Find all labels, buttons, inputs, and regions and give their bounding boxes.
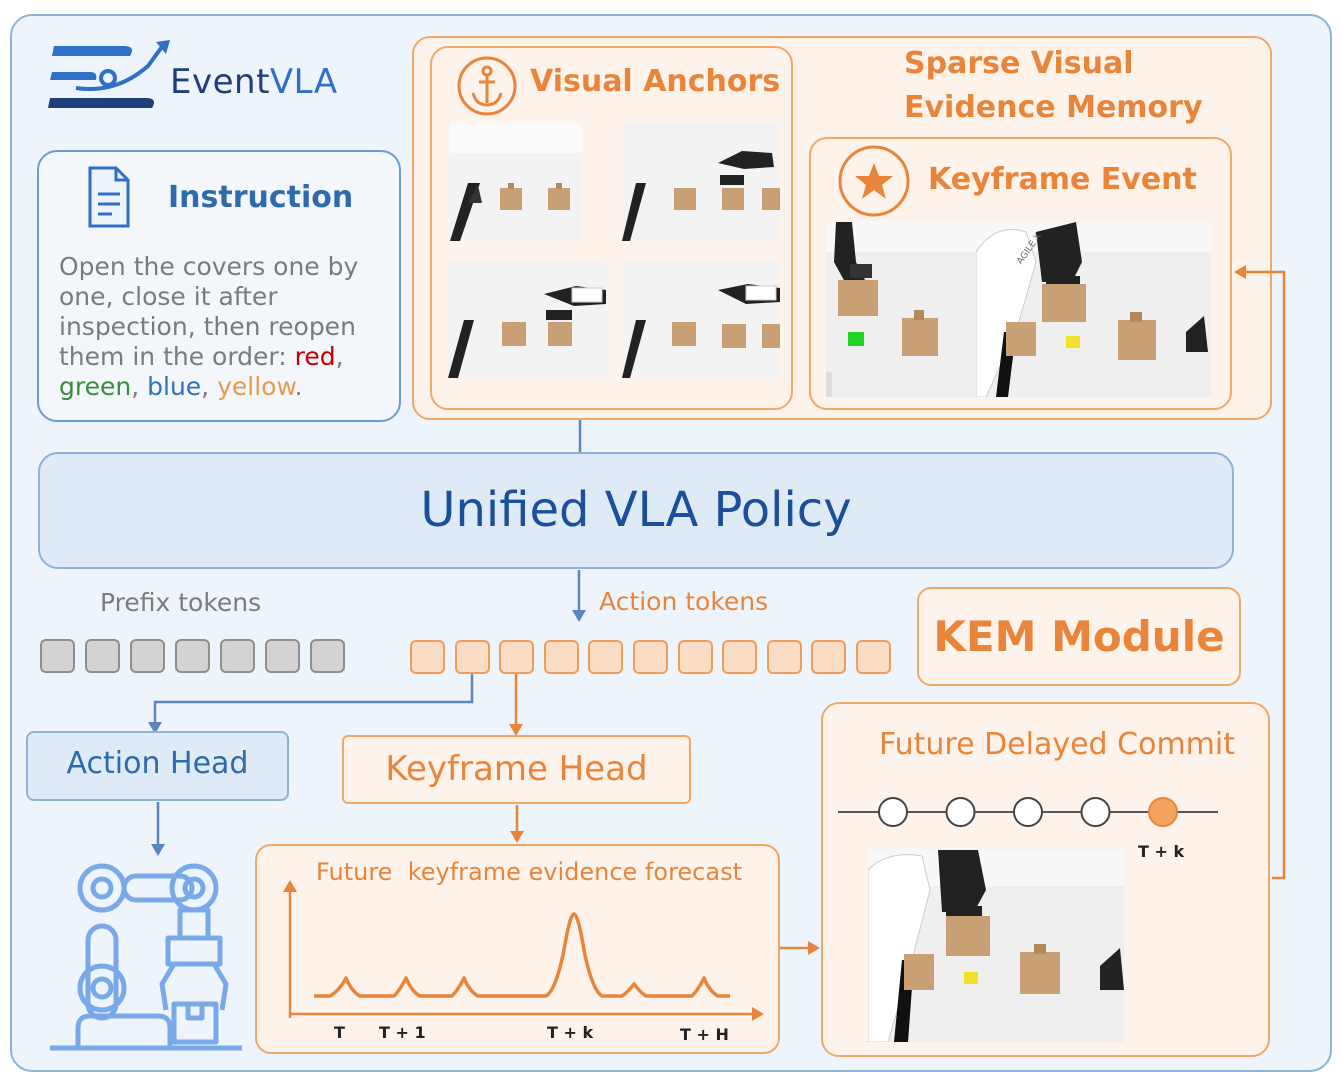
delayed-commit-title: Future Delayed Commit: [879, 727, 1235, 762]
anchor-frame-2: [622, 123, 780, 241]
action-token: [410, 640, 445, 674]
memory-to-policy-connector: [578, 420, 582, 452]
commit-node: [1080, 797, 1111, 827]
forecast-curve: [314, 912, 730, 998]
forecast-tick-tk: T + k: [547, 1023, 594, 1042]
star-icon: [838, 145, 910, 217]
unified-policy-box: [38, 452, 1234, 569]
kem-module-box: [917, 587, 1241, 686]
commit-node-active: [1148, 797, 1178, 827]
prefix-token: [85, 639, 120, 673]
action-token: [856, 640, 891, 674]
anchor-frame-1: [450, 123, 581, 241]
instruction-title: Instruction: [168, 180, 354, 215]
action-token: [454, 640, 490, 674]
kem-module-title: KEM Module: [933, 612, 1225, 661]
forecast-panel: [255, 844, 780, 1054]
action-token: [633, 640, 668, 674]
keyframe-frame-1: [826, 222, 976, 397]
action-token: [543, 640, 579, 674]
action-head-title: Action Head: [66, 746, 249, 781]
keyframe-head-to-forecast-arrow: [510, 805, 524, 843]
keyframe-head-title: Keyframe Head: [385, 749, 648, 789]
visual-anchors-title: Visual Anchors: [530, 64, 781, 99]
forecast-tick-t1: T + 1: [379, 1023, 426, 1042]
prefix-token: [40, 639, 75, 673]
policy-to-tokens-arrow: [572, 570, 586, 622]
memory-title: Sparse Visual Evidence Memory: [904, 46, 1203, 125]
unified-policy-title: Unified VLA Policy: [420, 482, 852, 538]
keyframe-event-title: Keyframe Event: [928, 162, 1197, 197]
forecast-tick-t: T: [334, 1023, 345, 1042]
instruction-text: Open the covers one by one, close it aft…: [59, 252, 359, 401]
anchor-icon: [457, 56, 517, 116]
action-token: [588, 640, 624, 674]
token-to-heads-arrows: [148, 674, 523, 736]
commit-frame: [868, 850, 1124, 1042]
forecast-plot: [283, 880, 764, 1021]
commit-timeline: [838, 797, 1218, 827]
forecast-title: Future keyframe evidence forecast: [316, 858, 742, 886]
robot-arm-icon: [50, 863, 242, 1051]
logo-text: EventVLA: [170, 62, 338, 102]
anchor-frame-3: [448, 260, 606, 378]
prefix-token: [265, 639, 300, 673]
action-tokens-label: Action tokens: [599, 587, 769, 616]
forecast-tick-th: T + H: [680, 1025, 729, 1044]
keyframe-frame-2: [976, 222, 1211, 397]
prefix-token: [220, 639, 255, 673]
action-token: [499, 640, 535, 674]
action-head-box: [26, 731, 289, 801]
action-token: [677, 640, 713, 674]
forecast-to-commit-arrow: [780, 941, 820, 955]
eventvla-logo-icon: [48, 40, 170, 108]
prefix-token: [310, 639, 345, 673]
keyframe-head-box: [342, 735, 691, 804]
prefix-tokens-label: Prefix tokens: [100, 588, 262, 617]
commit-active-label: T + k: [1138, 842, 1185, 861]
action-token: [811, 640, 847, 674]
anchor-frame-4: [622, 260, 780, 378]
prefix-token: [130, 639, 165, 673]
action-token: [722, 640, 758, 674]
commit-node: [945, 797, 976, 827]
action-head-to-robot-arrow: [151, 802, 165, 856]
commit-node: [878, 797, 908, 827]
prefix-token: [175, 639, 210, 673]
action-token: [766, 640, 802, 674]
document-icon: [88, 166, 130, 228]
commit-to-memory-feedback-arrow: [1234, 265, 1286, 880]
commit-node: [1013, 797, 1043, 827]
